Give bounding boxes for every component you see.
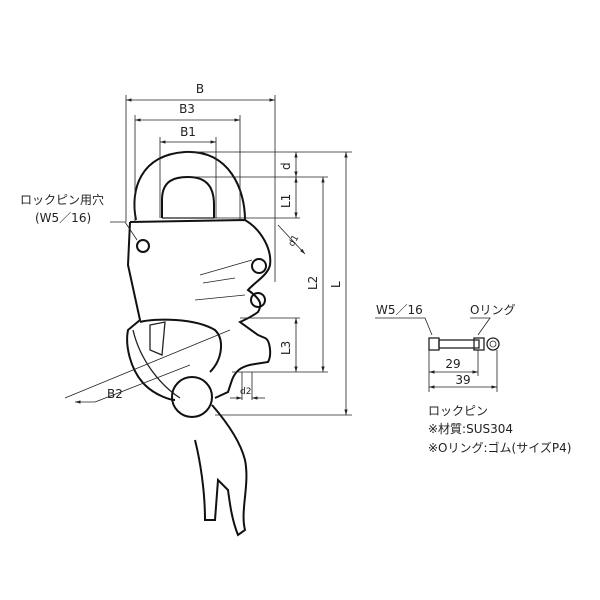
hook-body (126, 150, 272, 537)
pin-dim-39: 39 (455, 373, 470, 387)
pin-note-oring: ※Oリング:ゴム(サイズP4) (428, 440, 571, 455)
dim-label-d2: d2 (240, 387, 251, 397)
dim-label-b: B (196, 82, 204, 96)
dim-label-b3: B3 (179, 102, 195, 116)
dim-label-b1: B1 (180, 125, 196, 139)
dim-label-l2: L2 (306, 276, 320, 290)
pin-note-material: ※材質:SUS304 (428, 421, 513, 436)
pin-dim-29: 29 (445, 357, 460, 371)
dim-label-b2: B2 (107, 387, 123, 401)
dim-label-d1: d1 (287, 234, 301, 249)
pin-note-title: ロックピン (428, 404, 488, 418)
dim-label-l1: L1 (279, 194, 293, 208)
dim-label-l3: L3 (279, 341, 293, 355)
dimension-arrows (75, 98, 348, 415)
extension-lines (64, 95, 352, 416)
dim-label-d: d (279, 162, 293, 170)
hole-size-label: (W5／16) (35, 211, 91, 225)
dim-label-l: L (329, 281, 343, 288)
lock-pin-drawing (375, 317, 500, 392)
pin-oring-label: Oリング (470, 303, 515, 317)
hole-label: ロックピン用穴 (20, 192, 104, 207)
pin-thread-label: W5／16 (376, 303, 423, 317)
